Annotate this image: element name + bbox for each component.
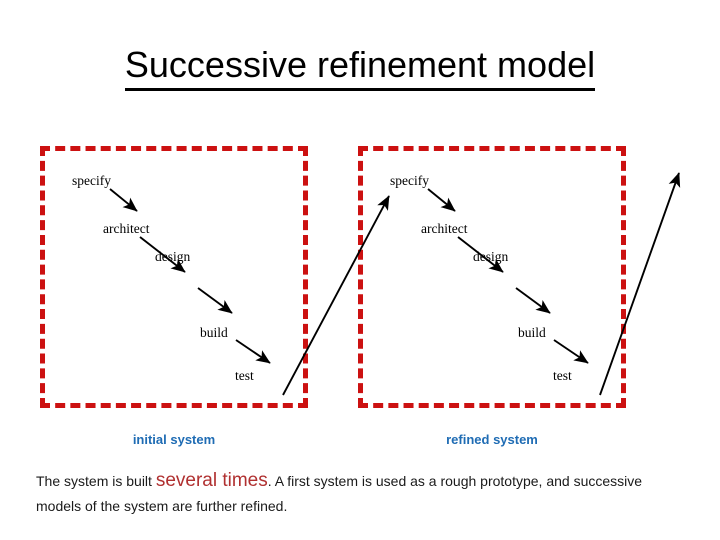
step-label-build-refined: build: [518, 325, 546, 340]
step-label-test-refined: test: [553, 368, 572, 383]
body-lead: The system is built: [36, 473, 156, 489]
body-tail: . A first system is used as a rough prot…: [36, 473, 643, 514]
caption-refined-system: refined system: [446, 432, 538, 447]
step-label-test-initial: test: [235, 368, 254, 383]
step-label-architect-initial: architect: [103, 221, 150, 236]
page-title: Successive refinement model: [0, 44, 720, 91]
body-paragraph: The system is built several times. A fir…: [36, 468, 656, 519]
body-emphasis: several times: [155, 470, 268, 491]
step-label-build-initial: build: [200, 325, 228, 340]
step-label-specify-initial: specify: [72, 173, 111, 188]
step-label-design-initial: design: [155, 249, 191, 264]
step-label-architect-refined: architect: [421, 221, 468, 236]
caption-initial-system: initial system: [132, 432, 216, 447]
step-label-design-refined: design: [473, 249, 509, 264]
step-label-specify-refined: specify: [390, 173, 429, 188]
page-title-text: Successive refinement model: [124, 44, 596, 91]
